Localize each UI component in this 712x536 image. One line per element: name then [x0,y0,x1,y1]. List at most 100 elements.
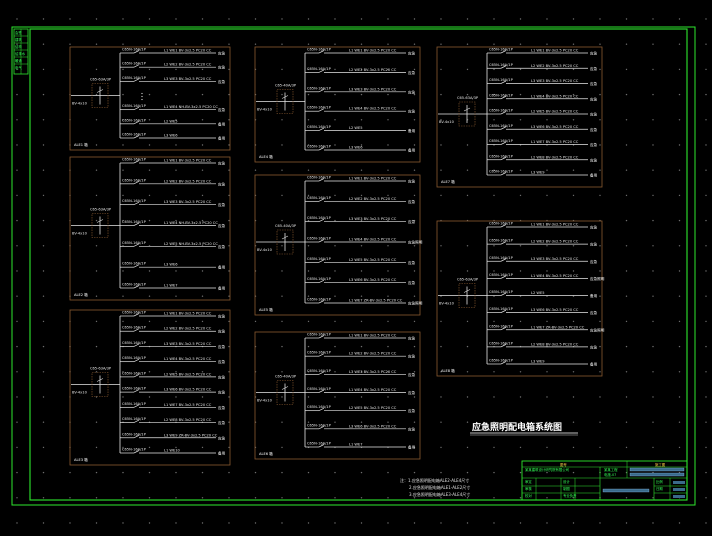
branch-cable-label: L2 WE5 BV-3x2.5 PC20 CC [349,258,397,262]
main-breaker-label: C65-63A/3P [457,96,479,100]
branch-breaker-label: C65N-16A/1P [489,324,514,328]
branch-breaker-symbol [500,156,507,161]
grid-dot [493,68,495,71]
grid-dot [493,169,495,171]
grid-dot [16,446,18,449]
branch-breaker-symbol [500,141,507,145]
grid-dot [625,194,628,197]
grid-dot [334,169,336,171]
grid-dot [387,93,389,96]
grid-dot [175,194,177,197]
grid-dot [281,93,283,96]
grid-dot [705,119,707,121]
grid-dot [652,522,654,524]
grid-dot [175,144,177,146]
grid-dot [546,245,548,247]
grid-dot [334,119,336,121]
grid-dot [69,43,71,45]
branch-breaker-symbol [500,344,507,348]
branch-breaker-label: C65N-16A/1P [122,133,147,137]
branch-load-label: 应急照明 [590,327,605,332]
branch-load-label: 应急照明 [408,240,423,245]
branch-load-label: 应急 [408,426,416,431]
inner-border [29,28,688,501]
grid-dot [228,497,230,499]
branch-breaker-symbol [133,404,140,408]
grid-dot [625,446,628,449]
branch-load-label: 应急 [590,51,598,56]
grid-dot [334,320,336,323]
grid-dot [413,18,416,20]
grid-dot [387,18,389,20]
grid-dot [16,295,18,297]
grid-dot [95,144,98,146]
drawing-number: 电施-07 [604,472,616,477]
grid-dot [519,270,522,272]
branch-breaker-label: C65N-16A/1P [122,283,147,287]
grid-dot [678,119,681,121]
grid-dot [466,421,469,423]
grid-dot [201,295,204,297]
strip-label: 会签 [15,30,22,35]
grid-dot [148,93,151,96]
branch-load-label: 应急 [590,112,598,117]
outer-border [11,26,696,506]
grid-dot [705,421,707,423]
branch-breaker-symbol [500,111,507,115]
branch-load-label: 应急 [408,51,416,56]
branch-breaker-symbol [500,275,507,279]
grid-dot [546,93,548,96]
branch-cable-label: L3 WE3 BV-3x2.5 PC20 CC [164,77,212,81]
grid-dot [466,270,469,272]
branch-load-label: 应急 [218,107,226,112]
grid-dot [652,245,654,247]
grid-dot [334,471,336,474]
grid-dot [281,270,283,272]
grid-dot [201,446,204,449]
branch-breaker-symbol [318,88,325,93]
main-breaker-contact [281,235,289,240]
branch-load-label: 应急 [590,225,598,230]
grid-dot [678,194,681,197]
grid-dot [307,421,310,423]
branch-cable-label: L2 WE2 BV-3x2.5 PC20 CC [164,327,212,331]
branch-load-label: 应急 [408,219,416,224]
grid-dot [493,396,495,398]
branch-breaker-symbol [500,361,507,365]
grid-dot [228,471,230,474]
panel-label: ALE4 箱 [259,154,273,159]
branch-breaker-label: C65N-16A/1P [307,369,332,373]
grid-dot [334,270,336,272]
branch-breaker-symbol [500,80,507,84]
grid-dot [122,43,124,45]
branch-cable-label: L1 WE4 BV-3x2.5 PC20 CC [164,357,212,361]
grid-dot [625,345,628,348]
grid-dot [334,245,336,247]
grid-dot [493,522,495,524]
grid-dot [678,18,681,20]
grid-dot [334,371,336,373]
branch-load-label: 备用 [218,451,226,456]
branch-breaker-label: C65N-16A/1P [307,48,332,52]
branch-load-label: 备用 [408,128,416,133]
branch-cable-label: L1 WE7 [164,284,178,288]
grid-dot [307,43,310,45]
branch-breaker-symbol [133,419,140,423]
grid-dot [307,295,310,297]
branch-breaker-label: C65N-16A/1P [122,432,147,436]
branch-breaker-symbol [500,50,507,54]
grid-dot [599,421,601,423]
branch-breaker-label: C65N-16A/1P [122,241,147,245]
title-block: 施工图 图号 某某建筑设计研究院有限公司 某某工程 电施-07 审定 审核 校对… [521,460,688,501]
grid-dot [360,371,363,373]
branch-breaker-symbol [318,389,325,393]
grid-dot [42,68,45,71]
grid-dot [413,245,416,247]
branch-cable-label: L3 WE6 BV-3x2.5 PC20 CC [531,308,579,312]
grid-dot [705,245,707,247]
grid-dot [334,295,336,297]
panel-enclosure [69,156,231,301]
branch-breaker-symbol [500,258,507,262]
grid-dot [466,18,469,20]
branch-cable-label: L1 WE4 BV-3x2.5 PC20 CC [349,107,397,111]
